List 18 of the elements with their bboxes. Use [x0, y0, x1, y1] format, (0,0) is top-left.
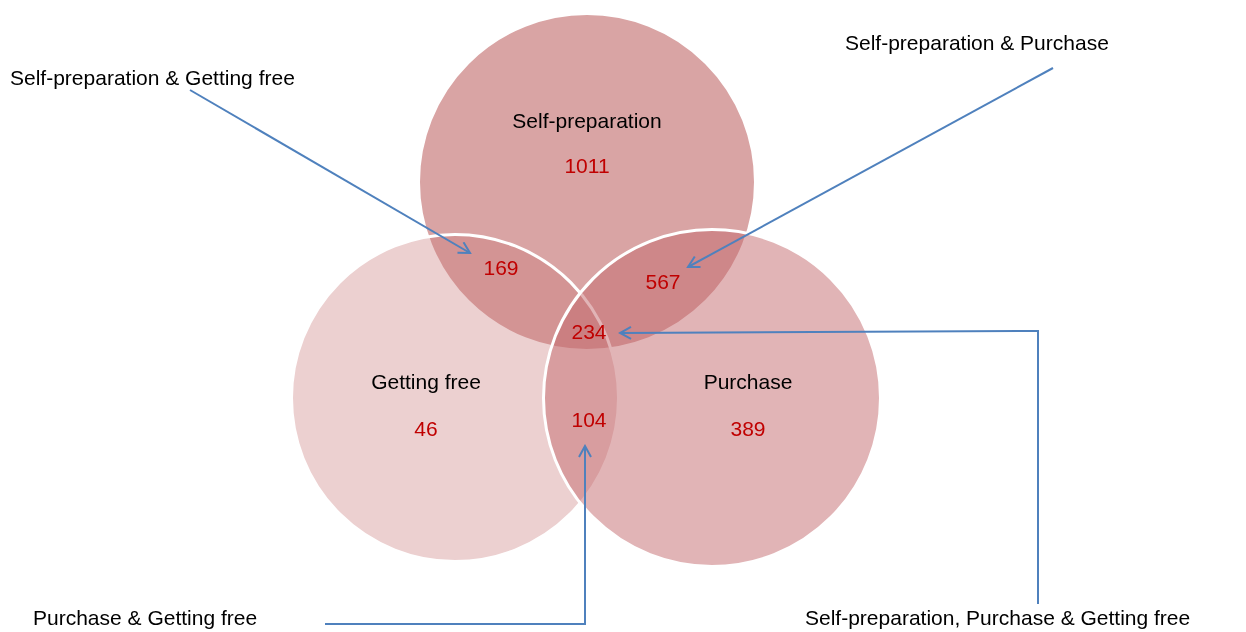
- region-count: 104: [571, 408, 607, 432]
- leader-arrow: [619, 325, 1039, 605]
- set-label: Getting free: [371, 370, 481, 394]
- leader-arrow: [324, 445, 592, 625]
- callout-label: Self-preparation & Getting free: [10, 66, 295, 90]
- callout-label: Self-preparation, Purchase & Getting free: [805, 606, 1191, 630]
- leader-arrow: [189, 89, 471, 254]
- region-count: 169: [483, 256, 519, 280]
- set-label: Purchase: [703, 370, 793, 394]
- set-count: 46: [414, 417, 438, 441]
- set-count: 1011: [564, 154, 610, 178]
- set-count: 389: [730, 417, 766, 441]
- region-count: 234: [571, 320, 607, 344]
- callout-label: Purchase & Getting free: [33, 606, 258, 630]
- set-label: Self-preparation: [512, 109, 662, 133]
- leader-arrow: [687, 67, 1054, 268]
- callout-label: Self-preparation & Purchase: [845, 31, 1109, 55]
- region-count: 567: [645, 270, 681, 294]
